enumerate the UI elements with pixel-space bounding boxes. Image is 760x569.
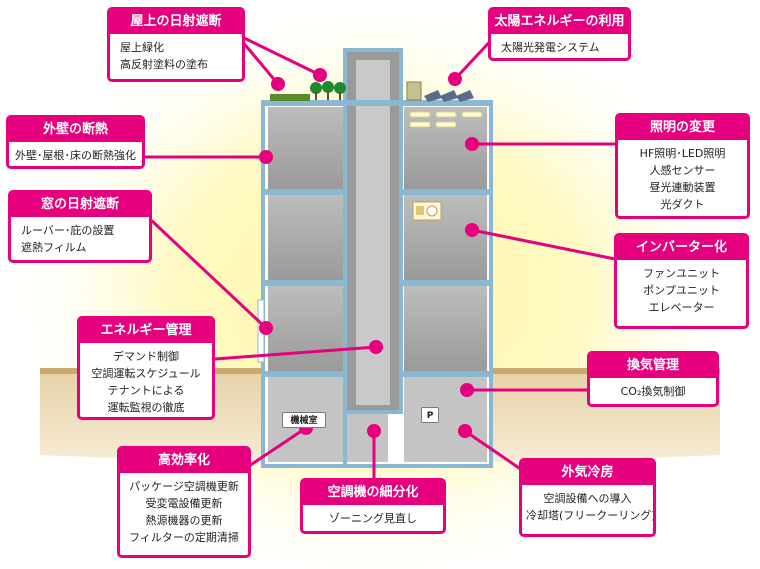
- card-item: ポンプユニット: [643, 284, 720, 297]
- card-ac-zoning: 空調機の細分化 ゾーニング見直し: [300, 478, 446, 534]
- card-title: エネルギー管理: [80, 319, 212, 343]
- core-divider: [399, 107, 403, 375]
- floor-room: [268, 194, 343, 281]
- card-item: 光ダクト: [660, 198, 705, 211]
- card-title: 屋上の日射遮断: [110, 10, 242, 34]
- light-fixture-icon: [409, 111, 483, 128]
- card-item: 冷却塔(フリークーリング): [526, 509, 656, 522]
- card-title: 外壁の断熱: [9, 118, 142, 142]
- floor-room: [268, 285, 343, 372]
- card-title: 照明の変更: [618, 116, 747, 140]
- card-wall-insulation: 外壁の断熱 外壁･屋根･床の断熱強化: [6, 115, 145, 169]
- card-item: 遮熱フィルム: [21, 241, 87, 254]
- card-item: 空調設備への導入: [543, 492, 632, 505]
- connector-dots: [259, 68, 479, 438]
- card-roof-shading: 屋上の日射遮断 屋上緑化 高反射塗料の塗布: [107, 7, 245, 82]
- card-item: CO₂換気制御: [620, 385, 686, 398]
- roof-slab: [263, 100, 491, 106]
- card-item: 外壁･屋根･床の断熱強化: [15, 149, 136, 162]
- card-item: ルーバー･庇の設置: [21, 224, 115, 237]
- parking-label: P: [421, 407, 439, 423]
- rooftop-garden: [270, 94, 310, 101]
- card-solar: 太陽エネルギーの利用 太陽光発電システム: [488, 7, 631, 61]
- card-item: パッケージ空調機更新: [129, 480, 239, 493]
- card-energy-management: エネルギー管理 デマンド制御 空調運転スケジュール テナントによる 運転監視の徹…: [77, 316, 215, 420]
- card-ventilation: 換気管理 CO₂換気制御: [587, 351, 719, 407]
- card-item: 受変電設備更新: [145, 497, 223, 510]
- card-item: HF照明･LED照明: [639, 147, 726, 160]
- card-item: デマンド制御: [113, 350, 179, 363]
- card-title: 窓の日射遮断: [11, 193, 149, 217]
- card-title: 高効率化: [120, 449, 248, 473]
- card-item: テナントによる: [107, 384, 185, 397]
- solar-panel-icon: [406, 81, 474, 102]
- card-item: 昼光連動装置: [649, 181, 716, 194]
- card-title: インバーター化: [617, 236, 746, 260]
- machine-room-label: 機械室: [282, 412, 326, 428]
- card-item: フィルターの定期清掃: [129, 531, 239, 544]
- card-item: 熱源機器の更新: [145, 514, 223, 527]
- card-title: 空調機の細分化: [303, 481, 443, 505]
- floor-room: [268, 107, 343, 190]
- card-item: 人感センサー: [649, 164, 716, 177]
- card-item: ゾーニング見直し: [329, 512, 417, 525]
- core-divider: [343, 107, 347, 467]
- card-item: エレベーター: [648, 301, 715, 314]
- card-title: 換気管理: [590, 354, 716, 378]
- card-item: 運転監視の徹底: [107, 401, 185, 414]
- card-item: 空調運転スケジュール: [91, 367, 201, 380]
- card-title: 太陽エネルギーの利用: [491, 10, 628, 34]
- card-lighting: 照明の変更 HF照明･LED照明 人感センサー 昼光連動装置 光ダクト: [615, 113, 750, 219]
- card-title: 外気冷房: [522, 461, 653, 485]
- card-item: ファンユニット: [643, 267, 720, 280]
- card-free-cooling: 外気冷房 空調設備への導入 冷却塔(フリークーリング): [519, 458, 656, 537]
- floor-room: [404, 285, 487, 372]
- card-window-shading: 窓の日射遮断 ルーバー･庇の設置 遮熱フィルム: [8, 190, 152, 263]
- connector-lines: [142, 32, 617, 480]
- tree-icon: [310, 81, 346, 100]
- card-item: 太陽光発電システム: [501, 41, 600, 54]
- card-inverter: インバーター化 ファンユニット ポンプユニット エレベーター: [614, 233, 749, 329]
- fan-unit-icon: [412, 201, 442, 221]
- card-item: 屋上緑化: [120, 41, 164, 54]
- card-item: 高反射塗料の塗布: [120, 58, 208, 71]
- card-high-efficiency: 高効率化 パッケージ空調機更新 受変電設備更新 熱源機器の更新 フィルターの定期…: [117, 446, 251, 558]
